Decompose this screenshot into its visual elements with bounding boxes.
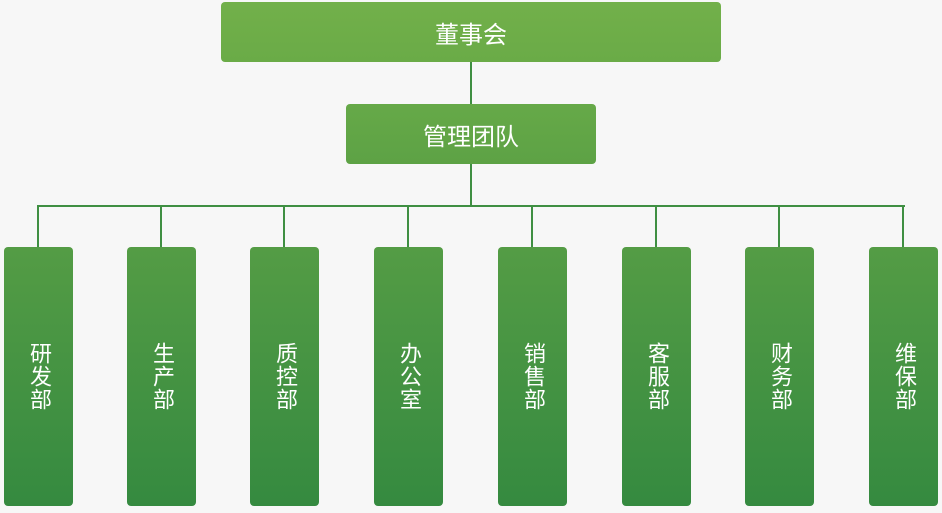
department-node: 销售部 [498, 247, 567, 506]
connector-line [655, 205, 657, 247]
department-node: 财务部 [745, 247, 814, 506]
management-node: 管理团队 [346, 104, 596, 164]
department-label: 办公室 [396, 342, 421, 411]
management-label: 管理团队 [423, 122, 519, 151]
connector-line [902, 205, 904, 247]
department-label: 财务部 [767, 342, 792, 411]
department-node: 维保部 [869, 247, 938, 506]
department-node: 客服部 [622, 247, 691, 506]
connector-line [283, 205, 285, 247]
department-label: 销售部 [520, 342, 545, 411]
connector-line [37, 205, 39, 247]
department-label: 研发部 [26, 342, 51, 411]
connector-line [407, 205, 409, 247]
connector-line [778, 205, 780, 247]
department-label: 维保部 [891, 342, 916, 411]
connector-line [470, 164, 472, 206]
connector-line [470, 62, 472, 104]
department-node: 生产部 [127, 247, 196, 506]
department-label: 生产部 [149, 342, 174, 411]
board-node: 董事会 [221, 2, 721, 62]
department-node: 质控部 [250, 247, 319, 506]
department-node: 研发部 [4, 247, 73, 506]
connector-line [160, 205, 162, 247]
department-label: 质控部 [272, 342, 297, 411]
board-label: 董事会 [435, 20, 507, 49]
department-node: 办公室 [374, 247, 443, 506]
connector-line [531, 205, 533, 247]
department-label: 客服部 [644, 342, 669, 411]
connector-bus-line [37, 205, 905, 207]
